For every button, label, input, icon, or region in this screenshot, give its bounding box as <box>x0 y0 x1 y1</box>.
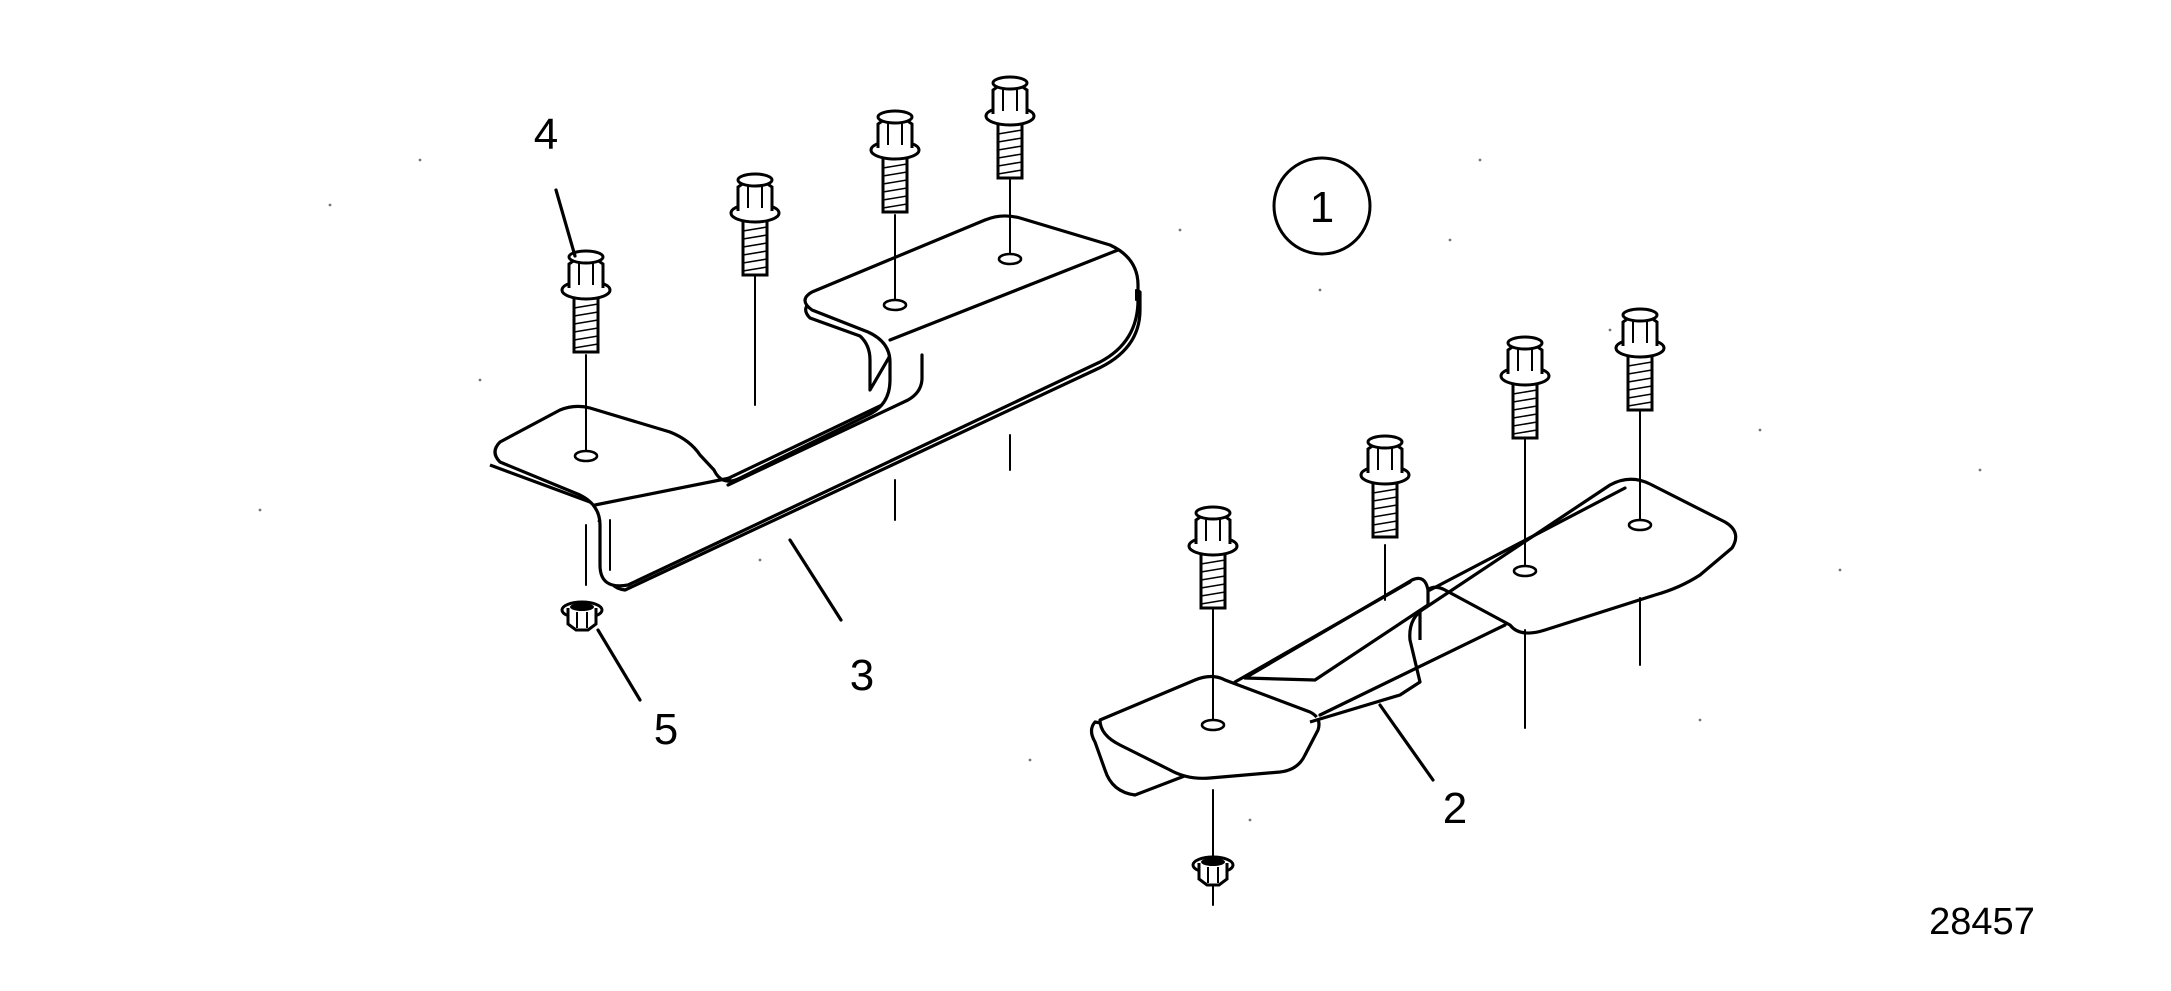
bolt-icon <box>560 249 612 354</box>
bracket-part-2 <box>1089 477 1738 797</box>
bolt-set-bracket-2 <box>1187 307 1666 906</box>
figure-number: 28457 <box>1929 901 2035 943</box>
bolt-icon <box>984 75 1036 180</box>
callout-3: 3 <box>850 651 874 700</box>
bolt-icon <box>1499 335 1551 440</box>
callout-4: 4 <box>534 110 558 159</box>
assembly-label: 1 <box>1310 183 1334 232</box>
bracket-part-3 <box>489 214 1142 592</box>
bolt-set-bracket-3 <box>560 75 1036 632</box>
nut-icon <box>1191 855 1235 887</box>
bolt-icon <box>869 109 921 214</box>
callout-5: 5 <box>654 705 678 754</box>
bolt-icon <box>729 172 781 277</box>
callout-2: 2 <box>1443 784 1467 833</box>
leader-lines <box>554 188 1435 782</box>
bolt-icon <box>1187 505 1239 610</box>
bolt-icon <box>1359 434 1411 539</box>
assembly-marker: 1 <box>1272 156 1372 256</box>
nut-icon <box>560 600 604 632</box>
bolt-icon <box>1614 307 1666 412</box>
